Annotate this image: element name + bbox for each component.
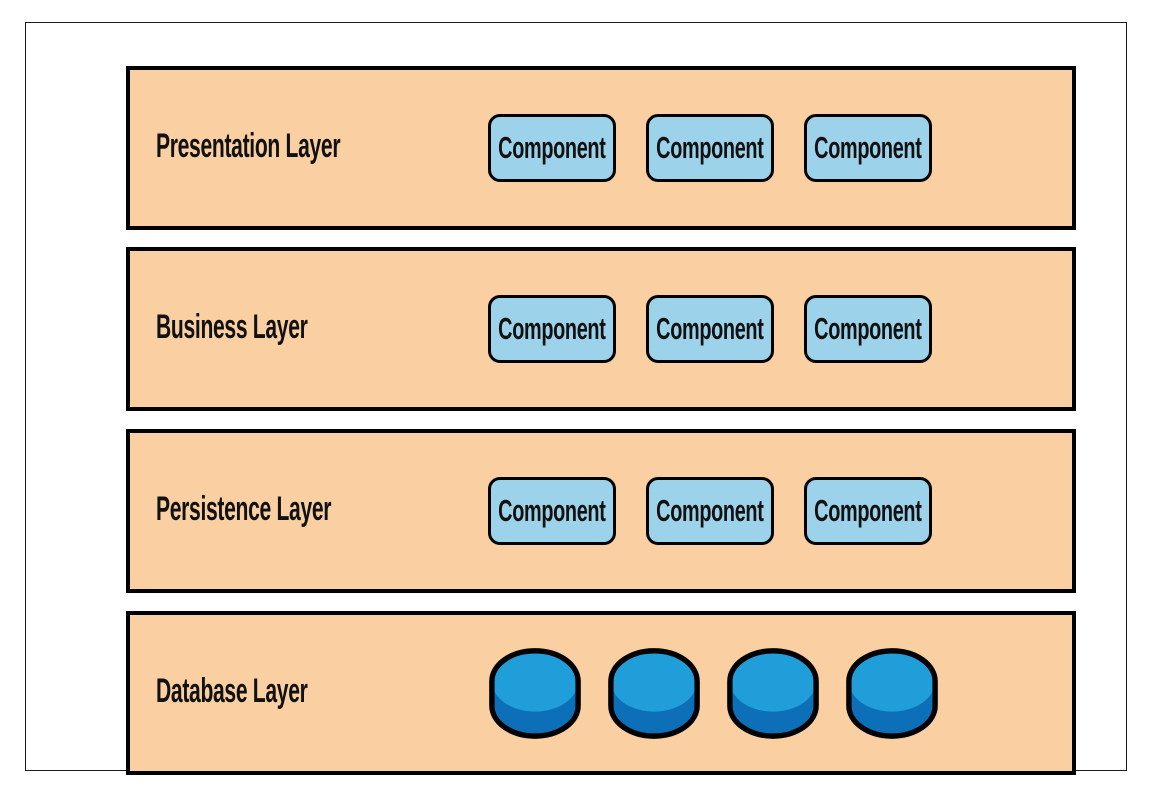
layer-persistence: Persistence Layer Component Component Co… — [126, 429, 1076, 593]
component-box: Component — [646, 295, 774, 363]
component-box: Component — [646, 477, 774, 545]
layer-presentation-label: Presentation Layer — [156, 126, 341, 165]
component-row: Component Component Component — [488, 477, 932, 545]
layer-database: Database Layer — [126, 611, 1076, 775]
component-box: Component — [488, 295, 616, 363]
layer-presentation: Presentation Layer Component Component C… — [126, 66, 1076, 230]
figure-frame: Presentation Layer Component Component C… — [25, 22, 1127, 775]
component-label: Component — [656, 130, 764, 165]
component-box: Component — [804, 477, 932, 545]
component-row: Component Component Component — [488, 114, 932, 182]
component-label: Component — [814, 130, 922, 165]
component-label: Component — [814, 311, 922, 346]
layer-business-label: Business Layer — [156, 307, 308, 346]
component-box: Component — [488, 477, 616, 545]
database-cylinder-icon — [489, 648, 581, 739]
database-row — [486, 643, 941, 743]
component-label: Component — [498, 311, 606, 346]
component-box: Component — [804, 295, 932, 363]
database-cylinder-icon — [846, 648, 938, 739]
component-label: Component — [498, 493, 606, 528]
component-label: Component — [656, 493, 764, 528]
database-cylinder-icon — [608, 648, 700, 739]
component-label: Component — [814, 493, 922, 528]
layer-business: Business Layer Component Component Compo… — [126, 247, 1076, 411]
layer-persistence-label: Persistence Layer — [156, 489, 332, 528]
layer-database-label: Database Layer — [156, 671, 308, 710]
component-box: Component — [804, 114, 932, 182]
component-box: Component — [488, 114, 616, 182]
database-cylinder-icon — [727, 648, 819, 739]
component-label: Component — [498, 130, 606, 165]
component-label: Component — [656, 311, 764, 346]
component-box: Component — [646, 114, 774, 182]
component-row: Component Component Component — [488, 295, 932, 363]
